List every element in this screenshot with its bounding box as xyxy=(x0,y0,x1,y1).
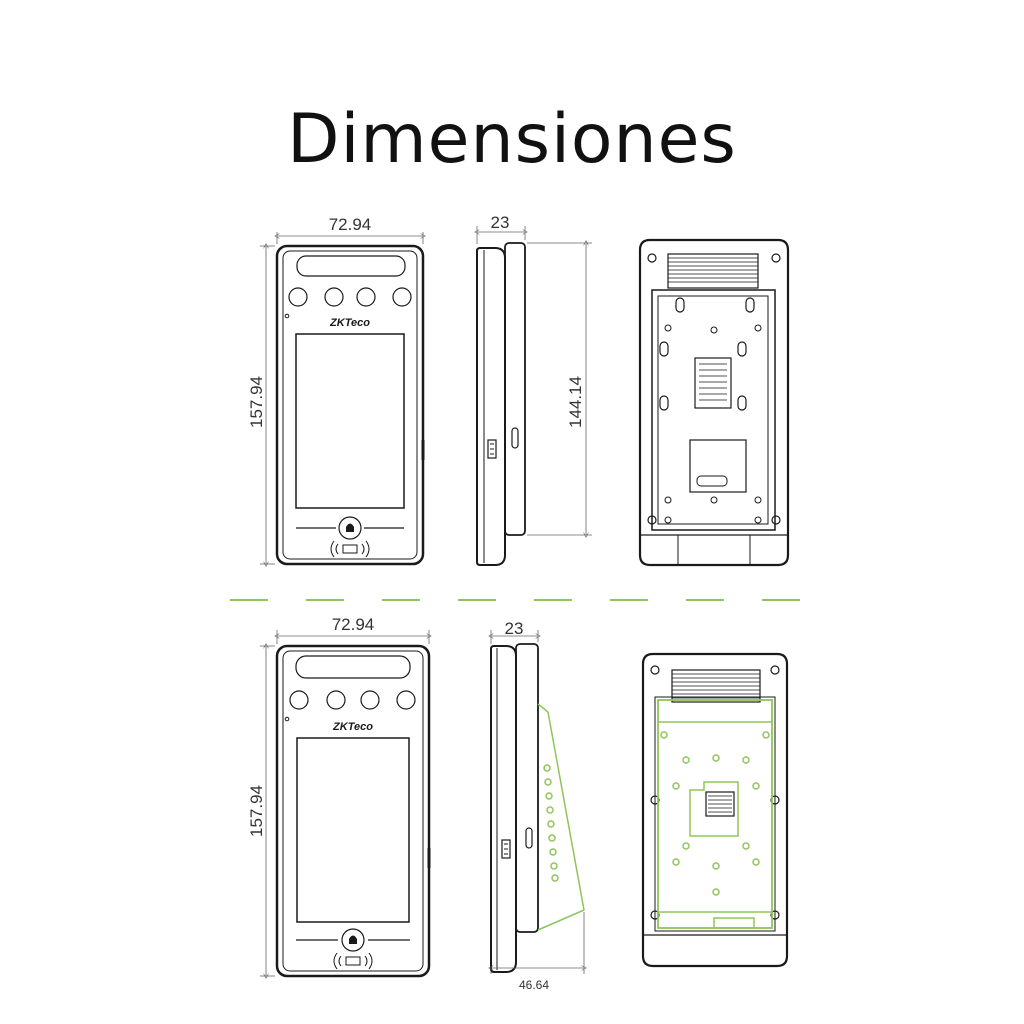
page-title: Dimensiones xyxy=(287,100,737,179)
bottom-back-bracket xyxy=(657,699,773,929)
bottom-height-label: 157.94 xyxy=(247,785,266,837)
top-back-view xyxy=(638,238,790,567)
bottom-total-depth-label: 46.64 xyxy=(519,978,549,992)
top-width-label: 72.94 xyxy=(329,215,372,234)
bottom-total-depth-dimension xyxy=(491,912,584,974)
bottom-front-view xyxy=(275,644,431,978)
top-side-height-dimension xyxy=(527,243,592,535)
bottom-logo: ZKTeco xyxy=(332,721,373,733)
bottom-depth-label: 23 xyxy=(505,619,524,638)
top-depth-label: 23 xyxy=(491,213,510,232)
top-front-view xyxy=(275,244,425,566)
top-side-height-label: 144.14 xyxy=(566,376,585,428)
bottom-back-outer-frame xyxy=(654,696,776,932)
top-height-label: 157.94 xyxy=(247,376,266,428)
bottom-height-dimension xyxy=(260,646,275,976)
top-depth-dimension xyxy=(477,226,525,244)
top-logo: ZKTeco xyxy=(329,317,370,329)
bottom-back-view xyxy=(641,652,789,968)
top-side-view xyxy=(476,242,526,566)
bottom-depth-dimension xyxy=(491,630,538,644)
top-height-dimension xyxy=(260,246,275,564)
top-width-dimension xyxy=(277,232,423,244)
bottom-width-dimension xyxy=(277,630,429,644)
bottom-side-bracket xyxy=(537,703,585,931)
bottom-width-label: 72.94 xyxy=(332,615,375,634)
bottom-side-view xyxy=(490,643,539,973)
